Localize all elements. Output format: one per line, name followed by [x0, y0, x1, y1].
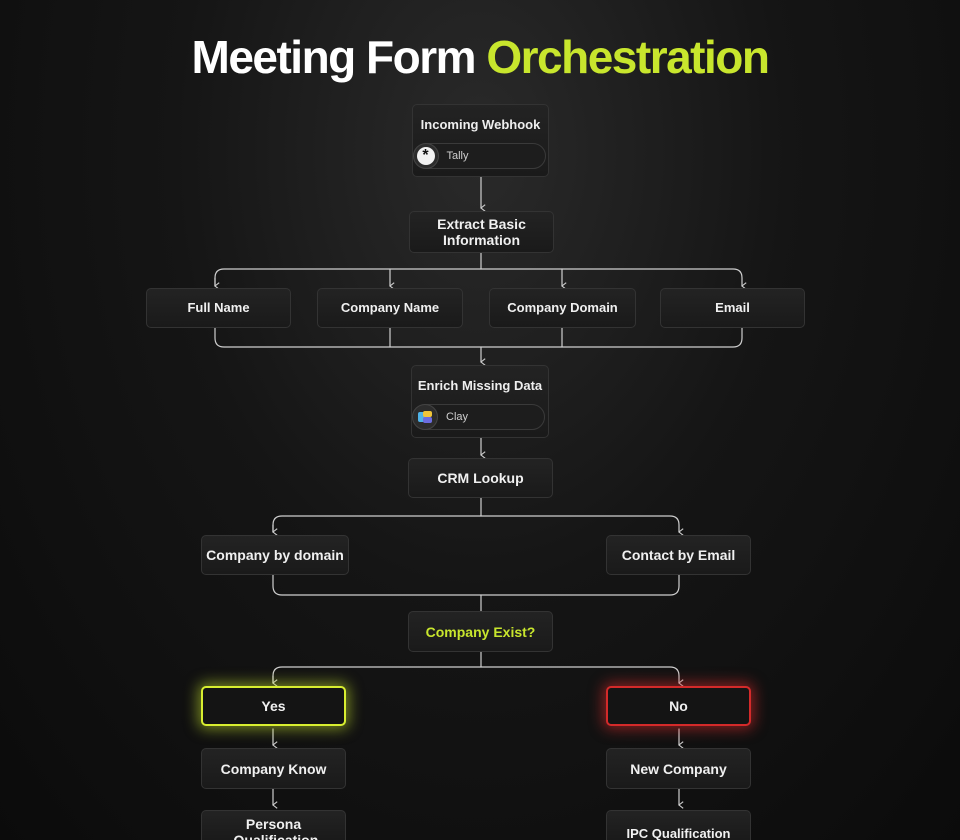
diagram-title: Meeting Form Orchestration — [0, 30, 960, 84]
edge-exist-split — [272, 666, 684, 687]
crm-lookup-node[interactable]: CRM Lookup — [408, 458, 553, 498]
clay-logo-icon — [412, 404, 438, 430]
incoming-webhook-node[interactable]: Incoming Webhook * Tally — [412, 104, 549, 177]
contact-by-email-node[interactable]: Contact by Email — [606, 535, 751, 575]
field-company-domain-label: Company Domain — [507, 300, 618, 315]
yes-branch-label: Yes — [261, 698, 286, 714]
company-exist-label: Company Exist? — [425, 623, 536, 640]
crm-lookup-label: CRM Lookup — [437, 470, 524, 486]
enrich-missing-data-title: Enrich Missing Data — [417, 378, 543, 393]
extract-basic-information-label: Extract Basic Information — [437, 216, 526, 248]
field-full-name-label: Full Name — [187, 300, 250, 315]
persona-qualification-label: Persona Qualification — [233, 816, 319, 840]
field-company-domain-node[interactable]: Company Domain — [489, 288, 636, 328]
tally-tool-pill[interactable]: * Tally — [412, 143, 546, 169]
company-by-domain-node[interactable]: Company by domain — [201, 535, 349, 575]
persona-qualification-node[interactable]: Persona Qualification — [201, 810, 346, 840]
new-company-label: New Company — [630, 760, 727, 777]
ipc-qualification-node[interactable]: IPC Qualification — [606, 810, 751, 840]
yes-branch-node[interactable]: Yes — [201, 686, 346, 726]
incoming-webhook-title: Incoming Webhook — [420, 117, 541, 132]
new-company-node[interactable]: New Company — [606, 748, 751, 789]
extract-basic-information-node[interactable]: Extract Basic Information — [409, 211, 554, 253]
edge-lookup-merge — [272, 574, 680, 596]
edge-crm-split — [272, 515, 684, 536]
field-full-name-node[interactable]: Full Name — [146, 288, 291, 328]
edge-fields-merge — [214, 327, 743, 348]
clay-tool-pill[interactable]: Clay — [412, 404, 545, 430]
tally-logo-icon: * — [412, 143, 439, 169]
field-company-name-node[interactable]: Company Name — [317, 288, 463, 328]
company-by-domain-label: Company by domain — [206, 547, 344, 563]
company-know-label: Company Know — [220, 760, 327, 777]
field-email-label: Email — [715, 300, 750, 315]
company-know-node[interactable]: Company Know — [201, 748, 346, 789]
title-main: Meeting Form — [191, 31, 487, 83]
ipc-qualification-label: IPC Qualification — [626, 826, 731, 840]
no-branch-label: No — [669, 698, 688, 714]
contact-by-email-label: Contact by Email — [621, 547, 736, 563]
edge-fields-split — [214, 268, 747, 290]
enrich-missing-data-node[interactable]: Enrich Missing Data Clay — [411, 365, 549, 438]
field-company-name-label: Company Name — [340, 300, 440, 315]
title-accent: Orchestration — [486, 31, 770, 83]
tally-tool-label: Tally — [446, 150, 469, 162]
company-exist-decision-node[interactable]: Company Exist? — [408, 611, 553, 652]
clay-tool-label: Clay — [446, 411, 469, 423]
field-email-node[interactable]: Email — [660, 288, 805, 328]
no-branch-node[interactable]: No — [606, 686, 751, 726]
